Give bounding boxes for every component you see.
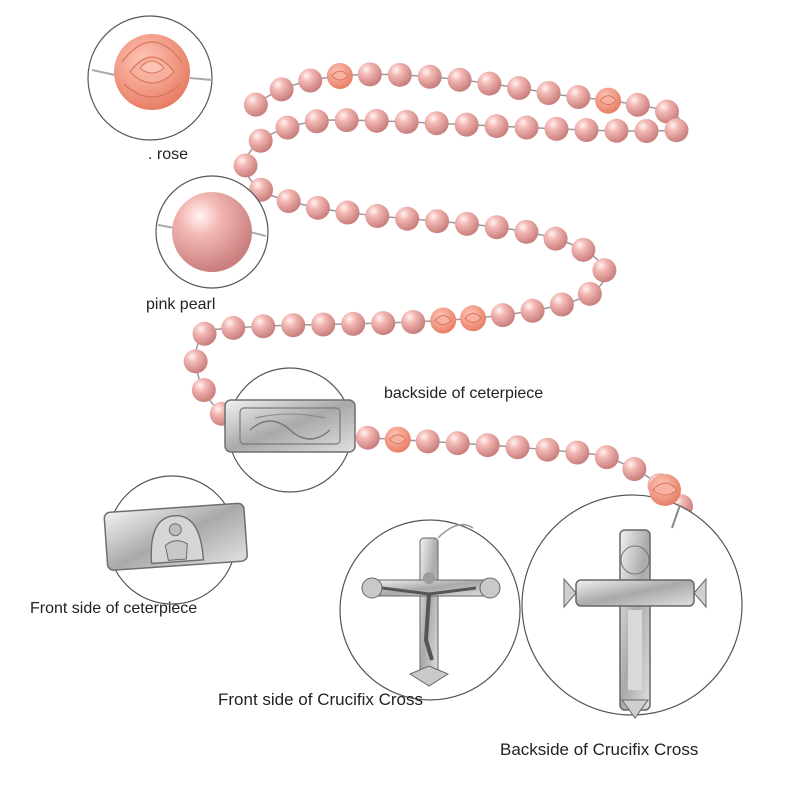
pearl-bead-icon bbox=[172, 192, 252, 272]
pearl-bead bbox=[365, 203, 390, 228]
rose-petal bbox=[599, 95, 617, 106]
rose-petal bbox=[389, 434, 407, 445]
pearl-zoom-circle bbox=[155, 175, 269, 289]
pearl-bead bbox=[394, 109, 419, 134]
pearl-bead bbox=[520, 298, 545, 323]
pearl-bead bbox=[233, 153, 258, 178]
rose-beads bbox=[326, 62, 622, 453]
pearl-bead bbox=[311, 312, 336, 337]
pearl-bead bbox=[634, 119, 659, 144]
rose-bead-icon bbox=[649, 474, 681, 506]
pearl-bead bbox=[565, 440, 590, 465]
pearl-bead bbox=[664, 118, 689, 143]
pearl-bead bbox=[507, 76, 532, 101]
front-crucifix-zoom-circle bbox=[339, 519, 521, 701]
centerpiece-medal-icon bbox=[224, 399, 356, 453]
rose-petal bbox=[434, 314, 452, 325]
pearl-bead bbox=[543, 226, 568, 251]
pearl-bead bbox=[514, 115, 539, 140]
rose-petal bbox=[331, 70, 349, 81]
pearl-bead bbox=[454, 211, 479, 236]
backside-centerpiece-zoom-circle bbox=[224, 367, 356, 493]
pearl-bead bbox=[484, 114, 509, 139]
pearl-bead bbox=[269, 77, 294, 102]
pearl-bead bbox=[604, 118, 629, 143]
label-front-crucifix: Front side of Crucifix Cross bbox=[218, 690, 423, 709]
pearl-bead bbox=[304, 109, 329, 134]
pearl-bead bbox=[387, 62, 412, 87]
rose-petal bbox=[464, 312, 482, 323]
centerpiece-medal-icon bbox=[103, 502, 248, 571]
pearl-bead bbox=[355, 425, 380, 450]
pearl-bead bbox=[447, 67, 472, 92]
pearl-bead bbox=[415, 429, 440, 454]
label-pink-pearl: pink pearl bbox=[146, 296, 216, 313]
pearl-bead bbox=[544, 116, 569, 141]
pearl-bead bbox=[549, 292, 574, 317]
pearl-bead bbox=[192, 321, 217, 346]
pearl-bead bbox=[276, 189, 301, 214]
pearl-bead bbox=[535, 437, 560, 462]
pearl-bead bbox=[505, 435, 530, 460]
pearl-bead bbox=[251, 314, 276, 339]
front-centerpiece-zoom-circle bbox=[103, 475, 248, 605]
pearl-bead bbox=[401, 309, 426, 334]
label-backside-centerpiece: backside of ceterpiece bbox=[384, 385, 544, 402]
pearl-bead bbox=[490, 303, 515, 328]
pearl-bead bbox=[566, 85, 591, 110]
pearl-bead bbox=[536, 80, 561, 105]
pearl-bead bbox=[275, 115, 300, 140]
pearl-bead bbox=[577, 281, 602, 306]
pearl-bead bbox=[191, 378, 216, 403]
pearl-bead bbox=[625, 92, 650, 117]
pearl-bead bbox=[477, 71, 502, 96]
pearl-bead bbox=[592, 258, 617, 283]
pearl-bead bbox=[298, 68, 323, 93]
pearl-bead bbox=[571, 237, 596, 262]
pearl-bead bbox=[655, 99, 680, 124]
label-rose: . rose bbox=[148, 146, 189, 163]
pearl-bead bbox=[364, 108, 389, 133]
label-back-crucifix: Backside of Crucifix Cross bbox=[500, 740, 699, 759]
rose-zoom-circle bbox=[87, 15, 213, 141]
cross-icon bbox=[563, 504, 707, 719]
pearl-bead bbox=[248, 128, 273, 153]
pearl-bead bbox=[622, 456, 647, 481]
pearl-bead bbox=[484, 215, 509, 240]
pearl-bead bbox=[574, 117, 599, 142]
pearl-bead bbox=[424, 111, 449, 136]
pearl-bead bbox=[395, 206, 420, 231]
pearl-bead bbox=[445, 431, 470, 456]
pearl-bead bbox=[514, 219, 539, 244]
pearl-bead bbox=[281, 313, 306, 338]
pearl-bead bbox=[475, 433, 500, 458]
crucifix-icon bbox=[361, 523, 501, 687]
pearl-bead bbox=[335, 200, 360, 225]
pearl-bead bbox=[305, 195, 330, 220]
pearl-bead bbox=[425, 209, 450, 234]
rose-bead-icon bbox=[114, 34, 190, 110]
pearl-bead bbox=[357, 62, 382, 87]
pearl-bead bbox=[341, 311, 366, 336]
pearl-bead bbox=[454, 112, 479, 137]
pearl-bead bbox=[371, 311, 396, 336]
pearl-bead bbox=[221, 315, 246, 340]
pearl-bead bbox=[417, 64, 442, 89]
pearl-bead bbox=[334, 108, 359, 133]
pearl-bead bbox=[243, 92, 268, 117]
label-front-centerpiece: Front side of ceterpiece bbox=[30, 600, 198, 617]
pearl-bead bbox=[594, 445, 619, 470]
pearl-bead bbox=[183, 349, 208, 374]
